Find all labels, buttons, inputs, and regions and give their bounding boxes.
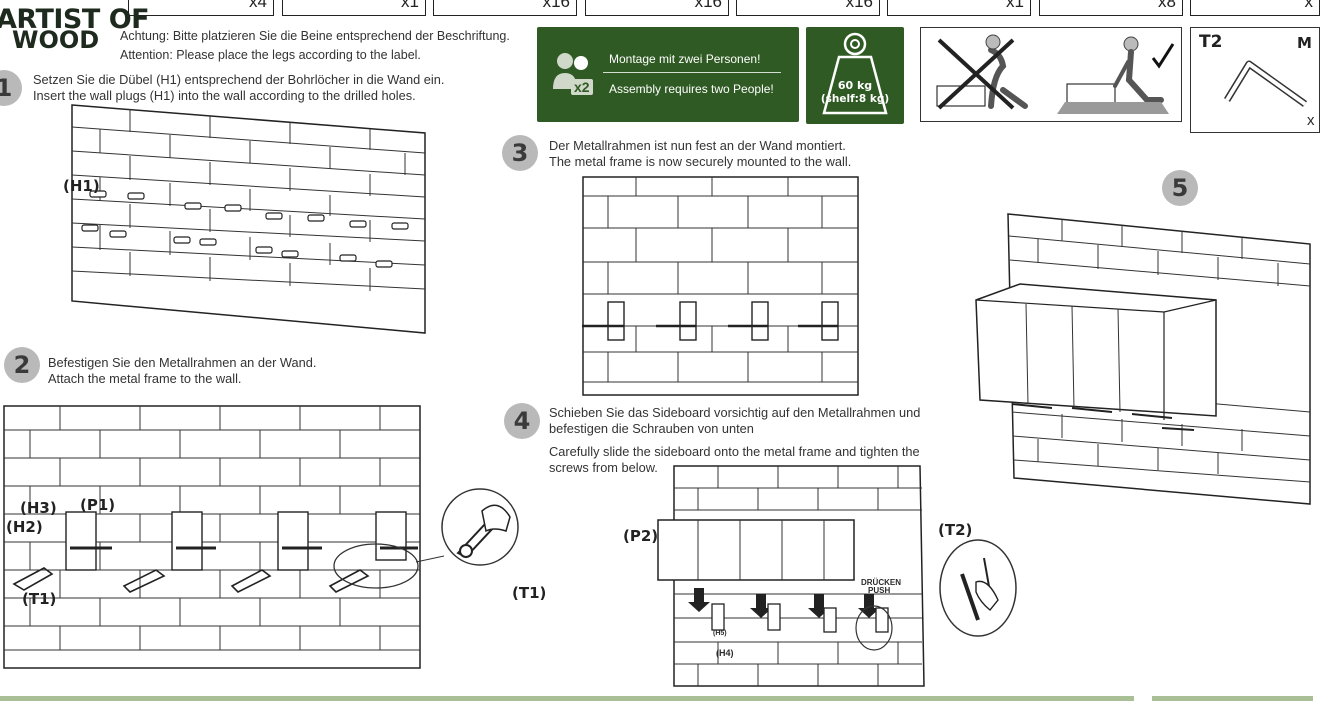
step-1-de: Setzen Sie die Dübel (H1) entsprechend d… [33,72,445,87]
step-4-label-h4: (H4) [716,648,734,658]
step-4-label-p2: (P2) [623,527,659,545]
push-label-en: PUSH [868,586,891,595]
step-3-en: The metal frame is now securely mounted … [549,154,852,169]
posture-figures [936,34,1175,114]
two-people-en: Assembly requires two People! [609,82,774,96]
step-1-en: Insert the wall plugs (H1) into the wall… [33,88,416,103]
weight-badge: 60 kg (shelf:8 kg) [806,27,904,124]
two-people-badge: x2 Montage mit zwei Personen! Assembly r… [537,27,799,122]
qty-box-3: x16 [433,0,577,16]
weight-main: 60 kg [837,79,873,92]
step-2-label-h2: (H2) [6,518,43,536]
step-4-de-line2: befestigen die Schrauben von unten [549,421,754,436]
qty-box-5: x16 [736,0,880,16]
qty-box-8: x [1190,0,1320,16]
step-4-en-line2: screws from below. [549,460,658,475]
tool-label: T2 [1199,32,1223,52]
step-4-number: 4 [504,403,540,439]
two-people-de: Montage mit zwei Personen! [609,52,761,66]
step-4-label-h5: (H5) [713,630,727,637]
step-5-wall-with-sideboard [975,213,1311,505]
step-4-de-line1: Schieben Sie das Sideboard vorsichtig au… [549,405,921,420]
step-2-label-t1-left: (T1) [22,590,57,608]
step-4-wall [657,465,925,687]
qty-box-7: x8 [1039,0,1183,16]
step-3-de: Der Metallrahmen ist nun fest an der Wan… [549,138,846,153]
step-1-wall [71,104,426,334]
tool-label-right: M [1297,34,1312,52]
step-2-label-t1-right: (T1) [512,584,547,602]
bottom-bar-left [0,696,1134,701]
step-3-wall [582,176,859,396]
weight-shelf: (shelf:8 kg) [820,93,890,105]
people-icon [553,53,588,89]
step-1-number: 1 [0,70,22,106]
step-5-number: 5 [1162,170,1198,206]
step-4-en-line1: Carefully slide the sideboard onto the m… [549,444,920,459]
allen-key-icon [1224,60,1308,107]
step-2-label-h3: (H3) [20,499,57,517]
brand-line1: ARTIST OF [0,4,150,35]
note-en: Attention: Please place the legs accordi… [120,48,421,62]
step-4-label-t2: (T2) [938,521,973,539]
step-1-label-h1: (H1) [63,177,100,195]
qty-box-2: x1 [282,0,426,16]
step-4-zoom-allen-key [939,539,1017,637]
badge-divider [603,72,781,73]
step-2-label-p1: (P1) [80,496,116,514]
step-2-de: Befestigen Sie den Metallrahmen an der W… [48,355,317,370]
step-2-zoom-wrench [441,488,519,566]
posture-illustration [920,27,1182,122]
tool-qty: x [1307,112,1315,129]
note-de: Achtung: Bitte platzieren Sie die Beine … [120,29,510,43]
push-label-de: DRÜCKEN [861,578,901,587]
brand-line2: WOOD [12,26,100,54]
qty-box-4: x16 [585,0,729,16]
weight-icon [822,32,888,115]
people-count: x2 [571,79,593,95]
qty-box-6: x1 [887,0,1031,16]
step-2-en: Attach the metal frame to the wall. [48,371,242,386]
qty-box-1: x4 [128,0,274,16]
step-3-number: 3 [502,135,538,171]
step-2-wall [3,405,445,669]
bottom-bar-right [1152,696,1313,701]
tool-box: T2 M x [1190,27,1320,133]
step-2-number: 2 [4,347,40,383]
